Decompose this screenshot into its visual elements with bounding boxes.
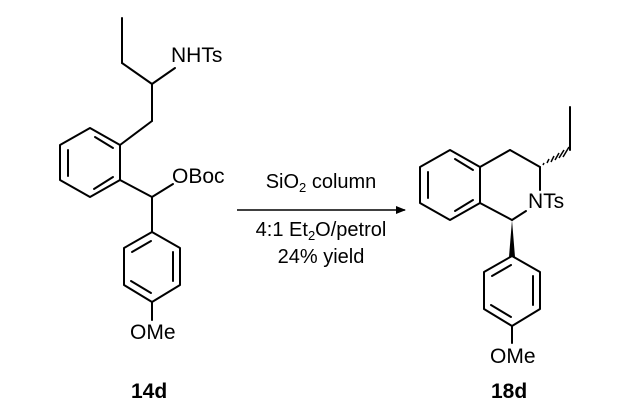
product-hashed-wedge-bond xyxy=(542,146,570,166)
reactant-methoxyphenyl-ring xyxy=(123,231,181,321)
product-ome-label: OMe xyxy=(490,345,536,368)
reactant-aminobutyl-chain xyxy=(119,17,176,146)
product-benzene-ring xyxy=(419,149,481,221)
condition-line-1: SiO2 column xyxy=(265,171,377,195)
compound-label-14d: 14d xyxy=(131,380,168,403)
reactant-nhts-label: NHTs xyxy=(171,44,223,67)
product-methoxyphenyl-ring xyxy=(483,255,541,344)
reactant-ome-label: OMe xyxy=(130,321,176,344)
reactant-benzene-ring xyxy=(59,127,121,198)
reactant-structure xyxy=(59,17,181,321)
reactant-benzylic-carbon xyxy=(119,179,174,233)
product-bold-wedge-bond xyxy=(509,220,515,257)
compound-label-18d: 18d xyxy=(491,380,528,403)
product-nts-label: NTs xyxy=(528,190,565,213)
product-piperidine-ring xyxy=(479,149,541,221)
condition-line-2: 4:1 Et2O/petrol xyxy=(255,219,387,243)
product-structure xyxy=(419,106,571,344)
reactant-oboc-label: OBoc xyxy=(172,165,225,188)
condition-line-3: 24% yield xyxy=(277,246,365,268)
